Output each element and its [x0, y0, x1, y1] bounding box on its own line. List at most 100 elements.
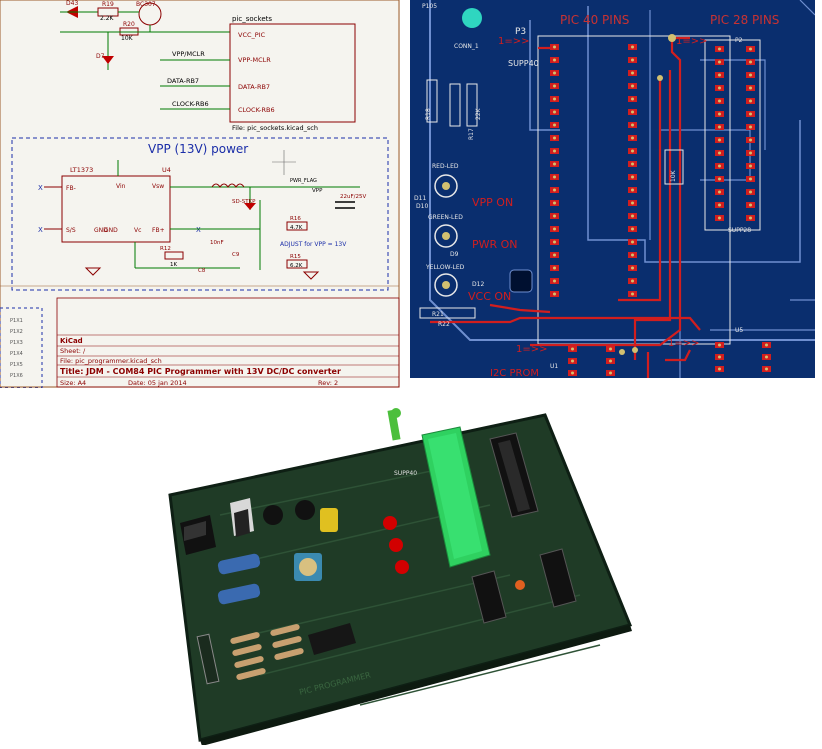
pcb-pad-hole — [553, 201, 556, 205]
pcb-ref-d12: D12 — [472, 281, 484, 288]
pcb-pad-hole — [571, 359, 574, 363]
pcb-silk-i2c-prom: I2C PROM — [490, 368, 539, 378]
pcb-pad-hole — [571, 371, 574, 375]
top-transistor-circuit: D43 R19 BC307 R20 D7 2.2K 10K — [60, 0, 230, 70]
blue-capacitors — [217, 553, 261, 605]
pcb-ref-p3: P3 — [515, 27, 526, 37]
pcb-ref-u5: U5 — [735, 327, 743, 334]
pcb-pad-hole — [553, 123, 556, 127]
label-c8: C8 — [198, 268, 206, 274]
pcb-pad-hole — [718, 343, 721, 347]
label-r12: R12 — [160, 246, 171, 252]
pcb-pad-hole — [631, 97, 634, 101]
vpp-power-block[interactable]: VPP (13V) power LT1373 U4 FB- Vin Vsw FB… — [11, 137, 389, 291]
pcb-socket-28[interactable] — [715, 46, 755, 221]
label-c9: C9 — [232, 252, 240, 258]
socket-28-3d[interactable] — [489, 432, 539, 518]
pcb-pad-hole — [631, 84, 634, 88]
sheet-pin-clock: CLOCK-RB6 — [238, 106, 275, 114]
pcb-layout-view[interactable]: PIC 40 PINS PIC 28 PINS P105 CONN_1 P3 S… — [410, 0, 815, 378]
pic-sockets-sheet[interactable]: pic_sockets VCC_PIC VPP-MCLR DATA-RB7 CL… — [160, 15, 356, 132]
pcb-ref-yellow-led: YELLOW-LED — [425, 264, 465, 271]
pcb-pad-hole — [718, 125, 721, 129]
left-label-3: P1X3 — [10, 340, 23, 346]
pcb-pad-hole — [609, 371, 612, 375]
pcb-pad-hole — [718, 151, 721, 155]
pcb-pad-hole — [631, 110, 634, 114]
pcb-pad-hole — [718, 112, 721, 116]
vpp-power-title: VPP (13V) power — [148, 142, 248, 156]
3d-board-render[interactable]: SUPP40 PIC PROGRAMMER — [160, 405, 650, 745]
pcb-pad-hole — [718, 216, 721, 220]
left-label-2: P1X2 — [10, 329, 23, 335]
sheet-name: pic_sockets — [232, 15, 272, 23]
pcb-pad-hole — [749, 190, 752, 194]
pcb-marker-3: 1=>> — [516, 344, 548, 355]
pcb-ref-conn1: CONN_1 — [454, 43, 479, 50]
pin-fb-plus: FB+ — [152, 227, 165, 234]
left-label-1: P1X1 — [10, 318, 23, 324]
pin-gnd-1: GND — [94, 227, 108, 234]
title-date: Date: 05 jan 2014 — [128, 379, 187, 387]
pcb-ref-r18: R18 — [425, 108, 432, 120]
pcb-socket-u1[interactable] — [568, 346, 615, 376]
pcb-pad-hole — [553, 240, 556, 244]
pcb-pad-hole — [553, 292, 556, 296]
left-label-6: P1X6 — [10, 373, 23, 379]
title-block[interactable]: KiCad Sheet: / File: pic_programmer.kica… — [56, 297, 400, 388]
pcb-ref-p105: P105 — [422, 3, 437, 10]
pcb-pad-hole — [718, 86, 721, 90]
net-vpp-mclr: VPP/MCLR — [172, 50, 205, 58]
nc-marker-1: X — [38, 184, 43, 192]
schematic-view[interactable]: D43 R19 BC307 R20 D7 2.2K 10K pic_socket… — [0, 0, 400, 388]
pcb-silk-vcc-on: VCC ON — [468, 290, 511, 303]
pcb-pad-hole — [553, 279, 556, 283]
ref-d43: D43 — [66, 0, 78, 7]
pcb-pad-hole — [718, 164, 721, 168]
pcb-pad-hole — [718, 355, 721, 359]
pcb-pad-hole — [631, 201, 634, 205]
pcb-silk-pwr-on: PWR ON — [472, 238, 518, 251]
pcb-ref-d9: D9 — [450, 251, 459, 258]
label-pwr-flag: PWR_FLAG — [290, 178, 317, 184]
pcb-pad-hole — [571, 347, 574, 351]
value-r19: 2.2K — [100, 15, 115, 22]
pcb-pad-hole — [553, 97, 556, 101]
pcb-pad-hole — [749, 47, 752, 51]
pcb-ref-r22: R22 — [438, 321, 450, 328]
pcb-pad-hole — [718, 367, 721, 371]
label-sd: SD-STKP — [232, 199, 256, 205]
pcb-pad-hole — [749, 138, 752, 142]
pcb-pad-hole — [553, 266, 556, 270]
pcb-pad-hole — [631, 123, 634, 127]
pin-fb-minus: FB- — [66, 185, 76, 192]
pcb-led-yellow[interactable] — [434, 273, 458, 297]
pcb-socket-40[interactable] — [550, 44, 637, 297]
pcb-pad-hole — [718, 99, 721, 103]
pcb-pad-hole — [718, 177, 721, 181]
pcb-pad-hole — [553, 45, 556, 49]
pcb-pad-hole — [631, 149, 634, 153]
ref-r20: R20 — [123, 21, 135, 28]
pcb-ref-p2: P2 — [735, 37, 743, 44]
pcb-pad-hole — [749, 112, 752, 116]
pcb-pad-hole — [609, 359, 612, 363]
pcb-ref-supp28: SUPP28 — [728, 227, 751, 234]
pcb-led-green[interactable] — [434, 224, 458, 248]
pcb-ref-10k: 10K — [670, 169, 677, 182]
pcb-socket-u5[interactable] — [715, 342, 771, 372]
pcb-ref-d10: D10 — [416, 203, 428, 210]
pcb-pad-hole — [718, 138, 721, 142]
pcb-pad-hole — [631, 266, 634, 270]
title-rev: Rev: 2 — [318, 379, 338, 387]
pcb-pad-hole — [553, 110, 556, 114]
pcb-ref-22k: 22K — [475, 107, 482, 120]
zif-socket[interactable] — [387, 408, 491, 568]
nc-marker-3: X — [196, 226, 201, 234]
pcb-led-red[interactable] — [434, 174, 458, 198]
ref-d7: D7 — [96, 53, 105, 60]
pcb-pad-hole — [718, 73, 721, 77]
pcb-pad-hole — [631, 253, 634, 257]
chip-u4: U4 — [162, 166, 171, 174]
pcb-pad-hole — [718, 203, 721, 207]
